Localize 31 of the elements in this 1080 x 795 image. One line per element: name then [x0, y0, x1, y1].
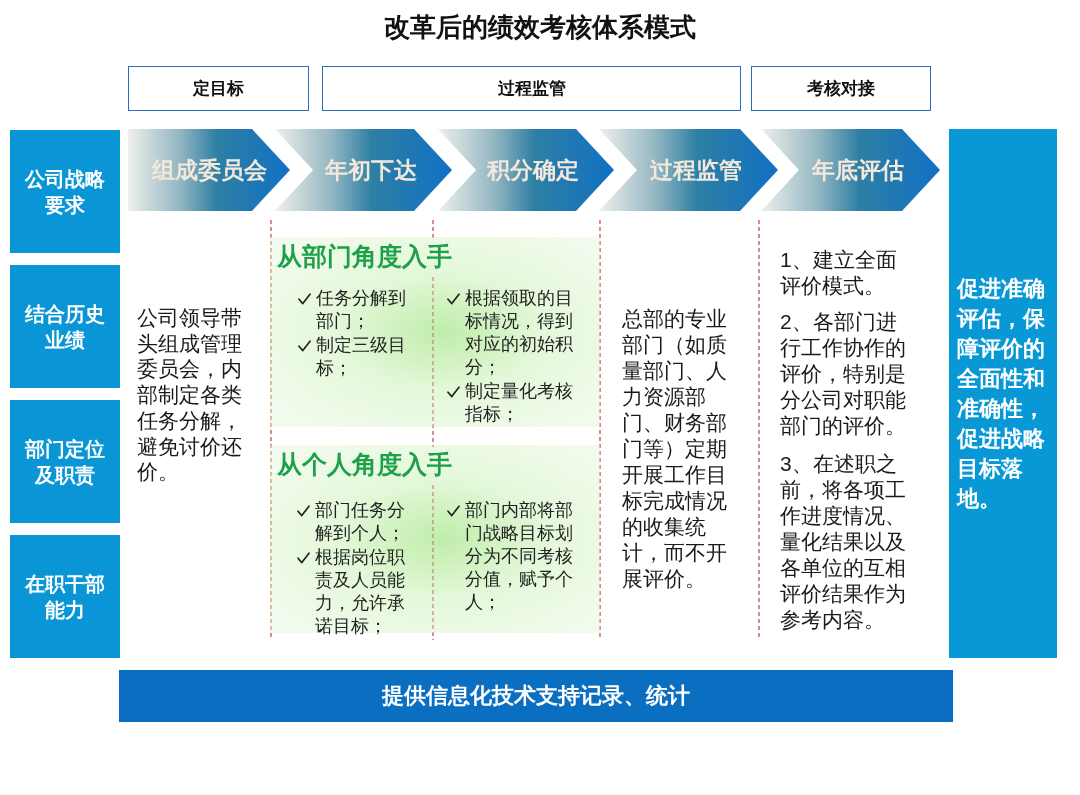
highlight-panel: [270, 445, 600, 633]
bullet-text: 制定三级目标；: [316, 334, 407, 380]
chevron-step: 年初下达: [275, 129, 452, 211]
bullet-text: 根据领取的目标情况，得到对应的初始积分；: [465, 287, 574, 379]
factor-box: 在职干部能力: [10, 535, 120, 658]
highlight-panel: [270, 237, 600, 427]
support-bar: 提供信息化技术支持记录、统计: [119, 670, 953, 722]
chevron-step: 过程监管: [599, 129, 778, 211]
bullet-text: 部门任务分解到个人；: [315, 499, 406, 545]
factor-box: 结合历史业绩: [10, 265, 120, 388]
description-text: 总部的专业部门（如质量部门、人力资源部门、财务部门等）定期开展工作目标完成情况的收集统计，而不开展评价。: [622, 306, 728, 592]
chevron-step: 积分确定: [438, 129, 614, 211]
description-text: 公司领导带头组成管理委员会，内部制定各类任务分解，避免讨价还价。: [137, 305, 243, 485]
note-text: 1、建立全面评价模式。: [780, 247, 898, 299]
stage-header: 过程监管: [322, 66, 741, 111]
stage-header: 定目标: [128, 66, 309, 111]
note-text: 3、在述职之前，将各项工作进度情况、量化结果以及各单位的互相评价结果作为参考内容。: [780, 451, 907, 633]
factor-box: 公司战略要求: [10, 130, 120, 253]
factor-box: 部门定位及职责: [10, 400, 120, 523]
note-text: 2、各部门进行工作协作的评价，特别是分公司对职能部门的评价。: [780, 309, 907, 439]
bullet-text: 根据岗位职责及人员能力，允许承诺目标；: [315, 546, 406, 638]
stage-header: 考核对接: [751, 66, 931, 111]
bullet-text: 任务分解到部门；: [316, 287, 407, 333]
bullet-text: 制定量化考核指标；: [465, 380, 574, 426]
panel-heading: 从部门角度入手: [277, 242, 452, 271]
title: 改革后的绩效考核体系模式: [384, 11, 696, 44]
bullet-text: 部门内部将部门战略目标划分为不同考核分值，赋予个人；: [465, 499, 574, 614]
chevron-step: 年底评估: [761, 129, 940, 211]
outcome-box: 促进准确评估，保障评价的全面性和准确性，促进战略目标落地。: [949, 129, 1057, 658]
chevron-step: 组成委员会: [128, 129, 290, 211]
panel-heading: 从个人角度入手: [277, 450, 452, 479]
